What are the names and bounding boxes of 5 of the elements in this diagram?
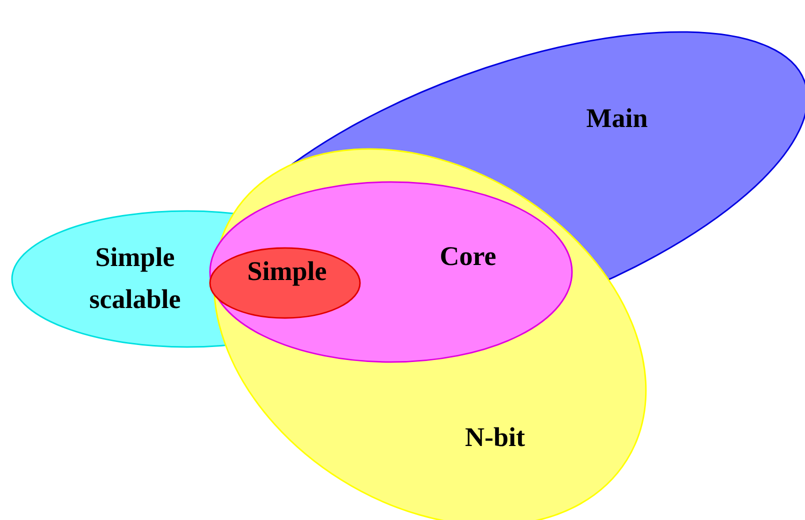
set-label: Simple (247, 255, 327, 288)
set-label: Main (586, 102, 648, 135)
set-label: N-bit (464, 420, 525, 454)
set-label: Simple scalable (88, 241, 182, 316)
set-label: Core (440, 240, 496, 273)
